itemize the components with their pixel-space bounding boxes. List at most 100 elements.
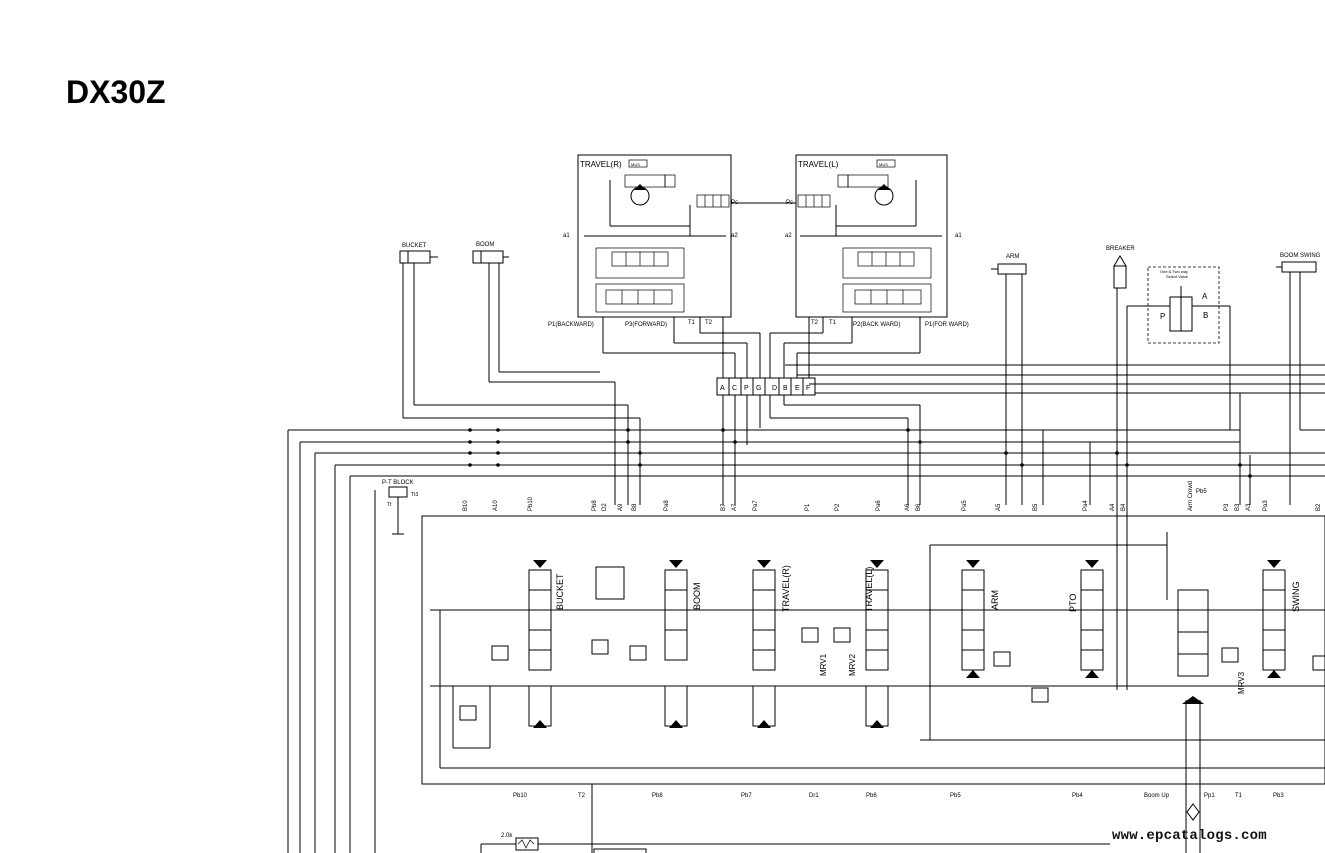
restrictor-label: 2.0k xyxy=(501,833,513,839)
port-b3: B3 xyxy=(1235,503,1241,511)
port-bottom-pb7: Pb7 xyxy=(741,793,752,799)
travel-right-mus-label: MUS xyxy=(631,162,640,167)
relief-label-mrv1: MRV1 xyxy=(819,653,828,676)
valve-section-boom-up xyxy=(1177,589,1209,704)
one-two-way-select-valve: One & Two way Select Valve A P B xyxy=(1127,266,1230,344)
selector-port-a: A xyxy=(1202,292,1208,301)
swivel-joint: A C P G D B E F xyxy=(716,377,816,396)
relief-label-mrv2: MRV2 xyxy=(848,653,857,676)
port-a3: A3 xyxy=(1246,503,1252,511)
port-bottom-pb3: Pb3 xyxy=(1273,793,1284,799)
boom-cylinder: BOOM xyxy=(472,242,509,382)
section-label-arm: ARM xyxy=(990,590,1000,610)
boom-cylinder-label: BOOM xyxy=(476,242,494,248)
relief-label-mrv3: MRV3 xyxy=(1237,671,1246,694)
port-pa5: Pa5 xyxy=(962,500,968,511)
travel-right-port-a2: a2 xyxy=(731,233,738,239)
swivel-port-d: D xyxy=(772,385,777,392)
section-label-travel-right: TRAVEL(R) xyxy=(781,565,791,612)
port-p2: P2 xyxy=(835,503,841,511)
valve-section-swing: SWING xyxy=(1262,560,1301,678)
valve-section-bucket: BUCKET xyxy=(528,560,565,728)
pt-block-tt3: Tt3 xyxy=(411,492,418,498)
valve-section-arm: ARM xyxy=(961,560,1000,678)
port-pa8: Pa8 xyxy=(664,500,670,511)
swivel-port-e: E xyxy=(795,385,800,392)
port-bottom-pb5: Pb5 xyxy=(950,793,961,799)
travel-left-port-a1: a1 xyxy=(955,233,962,239)
page-title: DX30Z xyxy=(66,74,166,110)
port-a10: A10 xyxy=(493,500,499,511)
section-label-travel-left: TRAVEL(L) xyxy=(864,567,874,612)
valve-section-travel-left: TRAVEL(L) xyxy=(864,560,889,728)
arm-cylinder: ARM xyxy=(991,254,1027,505)
valve-section-travel-right: TRAVEL(R) xyxy=(752,560,791,728)
port-b8: B8 xyxy=(632,503,638,511)
watermark: www.epcatalogs.com xyxy=(1112,828,1267,844)
travel-left-title: TRAVEL(L) xyxy=(798,160,839,169)
valve-section-boom: BOOM xyxy=(664,560,702,728)
port-arm-crowd: Arm Crowd xyxy=(1188,481,1194,511)
pt-block: P-T BLOCK Tt3 Tt xyxy=(382,480,418,535)
port-b2: B2 xyxy=(1316,503,1322,511)
port-a5: A5 xyxy=(996,503,1002,511)
port-bottom-pb10: Pb10 xyxy=(513,793,528,799)
port-pa3: Pa3 xyxy=(1263,500,1269,511)
port-pb8: Pb8 xyxy=(592,500,598,511)
port-pb10: Pb10 xyxy=(528,496,534,511)
port-p3: P3 xyxy=(1224,503,1230,511)
section-label-swing: SWING xyxy=(1291,582,1301,613)
port-b10: B10 xyxy=(463,500,469,511)
port-bottom-pb8: Pb8 xyxy=(652,793,663,799)
port-bottom-pb4: Pb4 xyxy=(1072,793,1083,799)
swivel-port-a: A xyxy=(720,385,725,392)
boom-swing-label: BOOM SWING xyxy=(1280,253,1321,259)
relief-valve-mrv1: MRV1 xyxy=(801,627,828,676)
port-bottom-boom-up: Boom Up xyxy=(1144,793,1170,799)
port-b7: B7 xyxy=(721,503,727,511)
breaker: BREAKER xyxy=(1106,246,1135,690)
restrictor: 2.0k xyxy=(480,833,1110,853)
travel-left-t1: T1 xyxy=(829,320,837,326)
port-pa7: Pa7 xyxy=(753,500,759,511)
selector-port-b: B xyxy=(1203,311,1208,320)
port-a4: A4 xyxy=(1110,503,1116,511)
travel-right-t2: T2 xyxy=(705,320,713,326)
main-control-valve: BUCKET BOOM TRAVEL(R) xyxy=(421,515,1325,785)
port-pb5: Pb5 xyxy=(1196,489,1207,495)
bottom-port-labels: Pb10 T2 Pb8 Pb7 Dr1 Pb6 Pb5 Pb4 Boom Up … xyxy=(513,700,1284,853)
port-bottom-t1: T1 xyxy=(1235,793,1243,799)
travel-left-motor: TRAVEL(L) MUS a2 a1 Pc T2 T1 P2(BACK WAR… xyxy=(785,154,969,328)
port-bottom-pp1: Pp1 xyxy=(1204,793,1215,799)
swivel-port-b: B xyxy=(783,385,788,392)
travel-right-p1-backward: P1(BACKWARD) xyxy=(548,322,594,328)
travel-right-t1: T1 xyxy=(688,320,696,326)
swivel-port-c: C xyxy=(732,385,737,392)
section-label-pto: PTO xyxy=(1068,594,1078,612)
port-a6: A6 xyxy=(905,503,911,511)
travel-right-title: TRAVEL(R) xyxy=(580,160,622,169)
port-d2: D2 xyxy=(602,503,608,511)
swivel-port-g: G xyxy=(756,385,761,392)
travel-left-t2: T2 xyxy=(811,320,819,326)
port-pa6: Pa6 xyxy=(876,500,882,511)
port-p1: P1 xyxy=(805,503,811,511)
port-a7: A7 xyxy=(732,503,738,511)
section-label-boom: BOOM xyxy=(692,582,702,610)
travel-left-port-a2: a2 xyxy=(785,233,792,239)
hydraulic-lines xyxy=(287,306,1325,853)
port-b6: B6 xyxy=(916,503,922,511)
port-b5: B5 xyxy=(1033,503,1039,511)
travel-right-port-a1: a1 xyxy=(563,233,570,239)
breaker-label: BREAKER xyxy=(1106,246,1135,252)
boom-swing-cylinder: BOOM SWING xyxy=(1276,253,1321,505)
relief-valve-mrv2: MRV2 xyxy=(833,627,857,676)
port-bottom-t2: T2 xyxy=(578,793,586,799)
section-label-bucket: BUCKET xyxy=(555,573,565,610)
port-a9: A9 xyxy=(618,503,624,511)
port-bottom-dr1: Dr1 xyxy=(809,793,819,799)
arm-cylinder-label: ARM xyxy=(1006,254,1019,260)
travel-left-p1-forward: P1(FOR WARD) xyxy=(925,322,969,328)
relief-valve-mrv3: MRV3 xyxy=(1221,647,1246,694)
